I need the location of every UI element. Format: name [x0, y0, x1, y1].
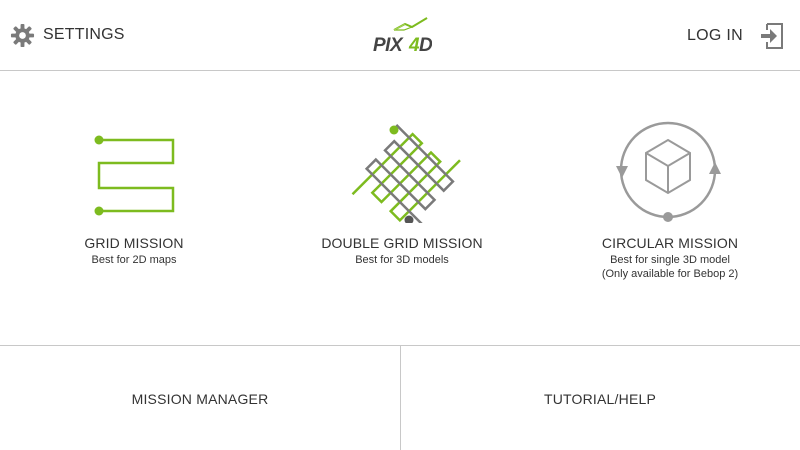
gear-icon	[10, 23, 35, 47]
circular-mission-subtitle: Best for single 3D model	[610, 254, 730, 266]
grid-mission-icon	[94, 135, 175, 216]
tutorial-help-button[interactable]: TUTORIAL/HELP	[543, 390, 657, 407]
svg-text:4: 4	[408, 35, 420, 56]
circular-mission-icon	[616, 121, 721, 222]
login-icon	[761, 23, 783, 49]
settings-button[interactable]: SETTINGS	[10, 20, 125, 50]
svg-text:D: D	[419, 35, 432, 56]
grid-mission-subtitle: Best for 2D maps	[91, 254, 177, 266]
double-grid-mission-card[interactable]: DOUBLE GRID MISSION Best for 3D models	[282, 118, 522, 267]
double-grid-mission-icon	[351, 124, 461, 223]
double-grid-mission-title: DOUBLE GRID MISSION	[321, 235, 483, 251]
circular-mission-note: (Only available for Bebop 2)	[601, 268, 739, 280]
double-grid-mission-subtitle: Best for 3D models	[355, 254, 449, 266]
login-button[interactable]: LOG IN	[687, 20, 785, 52]
svg-text:PIX: PIX	[373, 35, 404, 56]
grid-mission-card[interactable]: GRID MISSION Best for 2D maps	[14, 118, 254, 267]
settings-label: SETTINGS	[43, 26, 125, 43]
grid-mission-title: GRID MISSION	[84, 235, 184, 251]
login-label: LOG IN	[686, 27, 743, 44]
top-bar: SETTINGS PIX 4 D LOG IN	[0, 0, 800, 71]
circular-mission-title: CIRCULAR MISSION	[601, 235, 739, 251]
mission-manager-button[interactable]: MISSION MANAGER	[131, 390, 269, 407]
bottom-bar: MISSION MANAGER TUTORIAL/HELP	[0, 345, 800, 450]
bottom-divider	[400, 346, 401, 450]
pix4d-logo: PIX 4 D	[372, 16, 433, 56]
circular-mission-card[interactable]: CIRCULAR MISSION Best for single 3D mode…	[550, 118, 790, 281]
